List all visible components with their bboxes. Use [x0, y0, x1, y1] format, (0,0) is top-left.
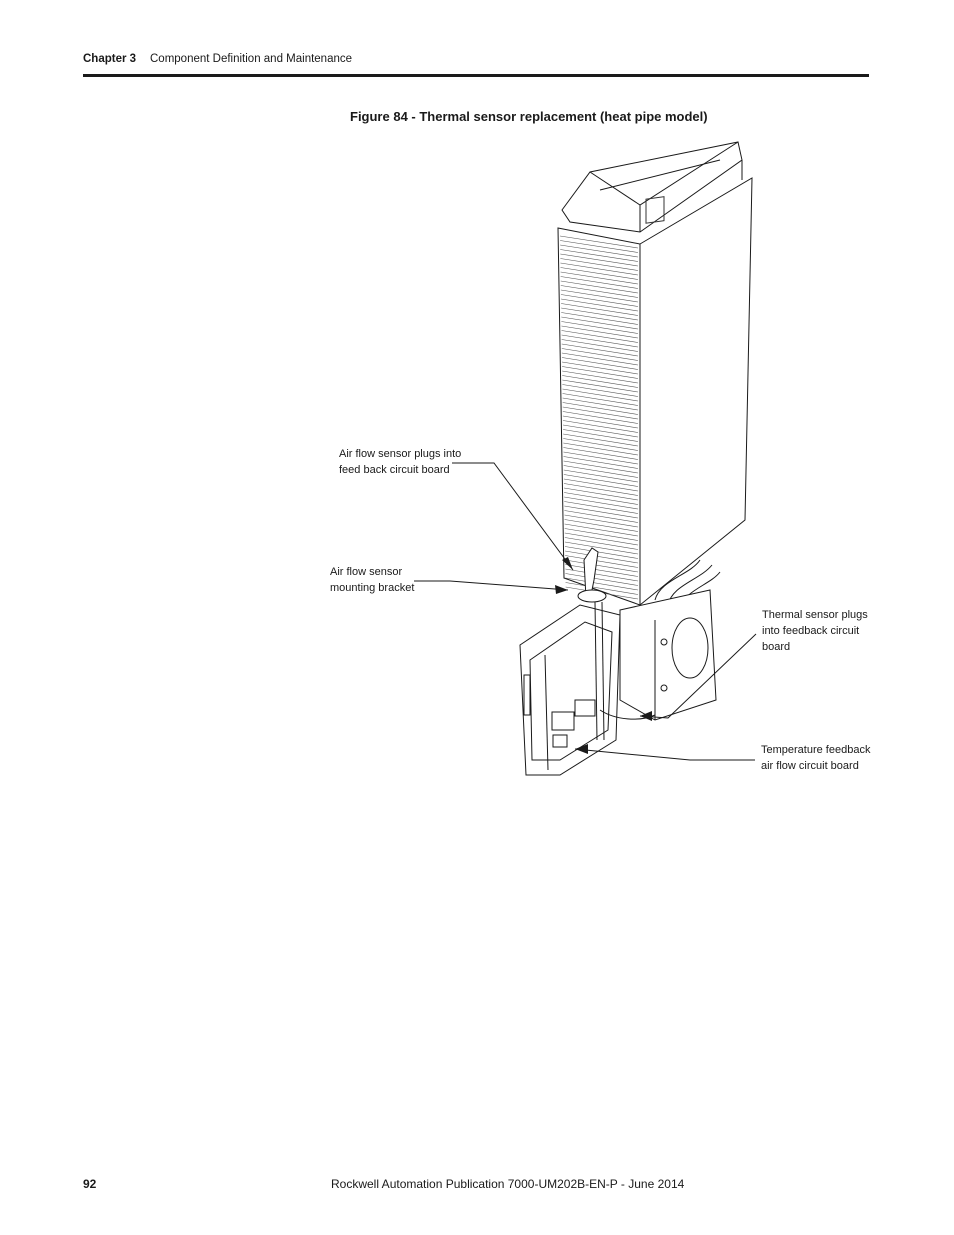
header-rule: [83, 74, 869, 77]
arrowhead: [575, 744, 588, 754]
page-number: 92: [83, 1177, 97, 1191]
top-cover: [561, 141, 743, 233]
heat-sink-fins: [557, 177, 753, 607]
arrowhead: [562, 557, 573, 570]
callout-temperature-feedback-board: Temperature feedback air flow circuit bo…: [761, 744, 871, 772]
chapter-label: Chapter 3: [83, 53, 137, 65]
arrowhead: [640, 711, 652, 721]
callout-thermal-sensor-plugs: Thermal sensor plugs into feedback circu…: [762, 609, 868, 653]
air-flow-sensor-probe: [577, 547, 656, 741]
callout-air-flow-sensor-plugs: Air flow sensor plugs into feed back cir…: [339, 448, 462, 476]
figure-caption: Figure 84 - Thermal sensor replacement (…: [350, 109, 708, 124]
feedback-circuit-board-panel: [519, 604, 621, 776]
callout-mounting-bracket: Air flow sensor mounting bracket: [330, 566, 415, 594]
arrowhead: [555, 585, 568, 594]
page-header: Chapter 3 Component Definition and Maint…: [83, 53, 352, 65]
section-title: Component Definition and Maintenance: [150, 53, 353, 65]
sensor-housing-block: [619, 589, 717, 721]
publication-info: Rockwell Automation Publication 7000-UM2…: [331, 1177, 685, 1191]
